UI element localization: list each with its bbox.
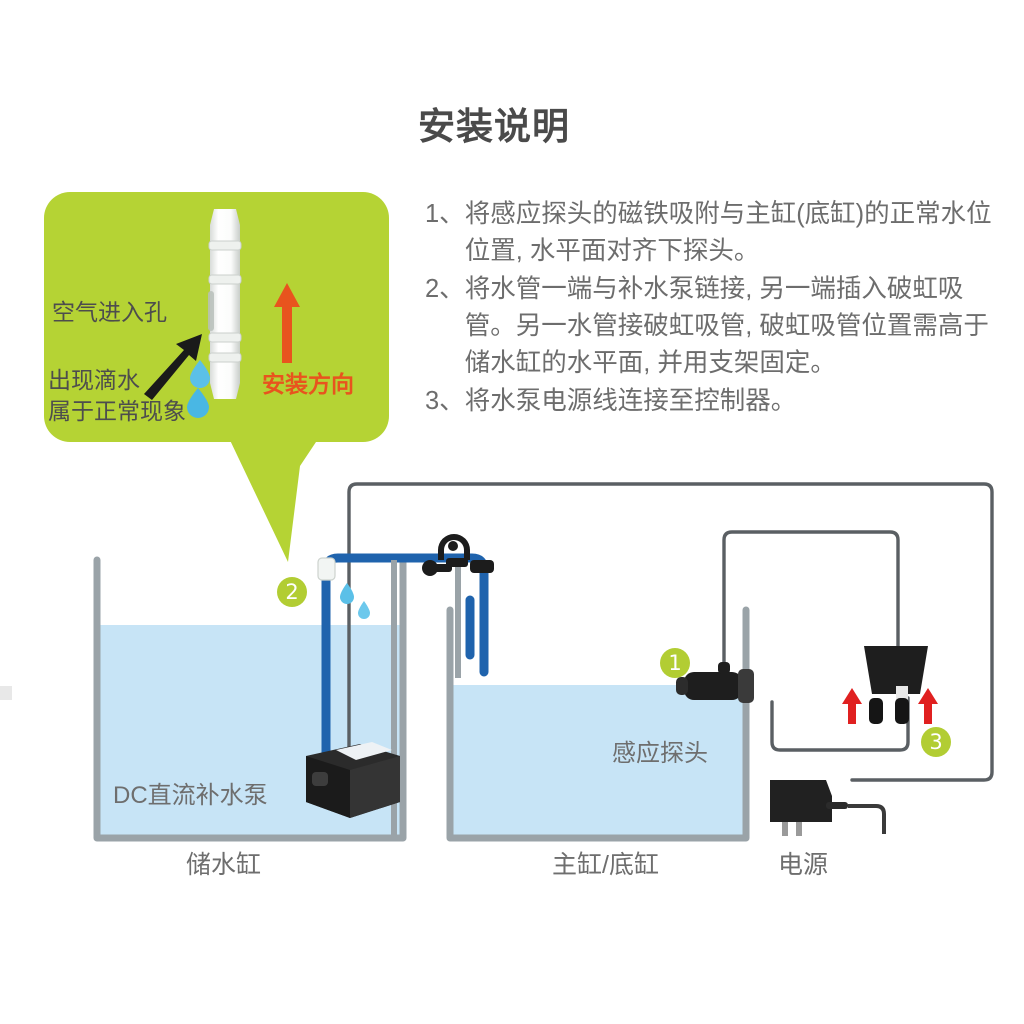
sensor-probe-label: 感应探头: [612, 740, 708, 767]
instruction-step: 3、 将水泵电源线连接至控制器。: [425, 383, 1005, 420]
connector-arrow-right-icon: [918, 688, 938, 724]
drip-label-line1: 出现滴水: [48, 367, 140, 393]
install-direction-arrow-icon: [274, 283, 300, 363]
step-badge-1: 1: [660, 648, 690, 678]
step-number: 3、: [425, 387, 465, 415]
probe-signal-cable: [722, 530, 900, 672]
support-rod-right: [455, 558, 461, 678]
instruction-step: 2、 将水管一端与补水泵链接, 另一端插入破虹吸管。另一水管接破虹吸管, 破虹吸…: [425, 271, 1005, 382]
pump-power-cable: [347, 482, 994, 782]
main-tank-graphic: [446, 606, 750, 842]
air-hole-pointer-arrow-icon: [144, 334, 202, 400]
drip-label-line2: 属于正常现象: [48, 398, 186, 424]
power-supply-label: 电源: [778, 851, 829, 879]
step-number: 2、: [425, 275, 465, 303]
sensor-probe-graphic: [676, 662, 754, 703]
siphon-break-fitting: [317, 557, 336, 581]
siphon-break-drips: [340, 583, 370, 619]
power-adapter-graphic: [770, 780, 886, 836]
instruction-step: 1、 将感应探头的磁铁吸附与主缸(底缸)的正常水位位置, 水平面对齐下探头。: [425, 196, 1005, 270]
step-number: 1、: [425, 200, 465, 228]
drip-normal-label: 出现滴水 属于正常现象: [48, 365, 186, 427]
controller-loop-cable: [770, 696, 910, 752]
dc-pump-label: DC直流补水泵: [113, 782, 268, 809]
water-droplet-icon: [187, 360, 210, 418]
storage-tank-label: 储水缸: [186, 851, 262, 879]
tube-clamp-bracket: [422, 534, 494, 576]
step-text: 将水泵电源线连接至控制器。: [464, 387, 797, 415]
main-tank-label: 主缸/底缸: [552, 851, 659, 879]
system-schematic: [0, 482, 994, 842]
page-title: 安装说明: [418, 106, 570, 147]
air-hole-label: 空气进入孔: [52, 299, 167, 325]
siphon-break-part-illustration: [208, 209, 242, 399]
callout-pointer-tail: [228, 436, 348, 566]
step-badge-2: 2: [277, 577, 307, 607]
step-badge-3: 3: [921, 727, 951, 757]
install-direction-label: 安装方向: [262, 371, 354, 397]
controller-module-graphic: [0, 646, 928, 724]
step-text: 将感应探头的磁铁吸附与主缸(底缸)的正常水位位置, 水平面对齐下探头。: [464, 200, 992, 265]
dc-water-pump-graphic: [306, 742, 400, 818]
connector-arrow-left-icon: [842, 688, 862, 724]
step-text: 将水管一端与补水泵链接, 另一端插入破虹吸管。另一水管接破虹吸管, 破虹吸管位置…: [464, 275, 989, 377]
support-rod-left: [391, 560, 397, 838]
instruction-list: 1、 将感应探头的磁铁吸附与主缸(底缸)的正常水位位置, 水平面对齐下探头。 2…: [425, 196, 1005, 421]
